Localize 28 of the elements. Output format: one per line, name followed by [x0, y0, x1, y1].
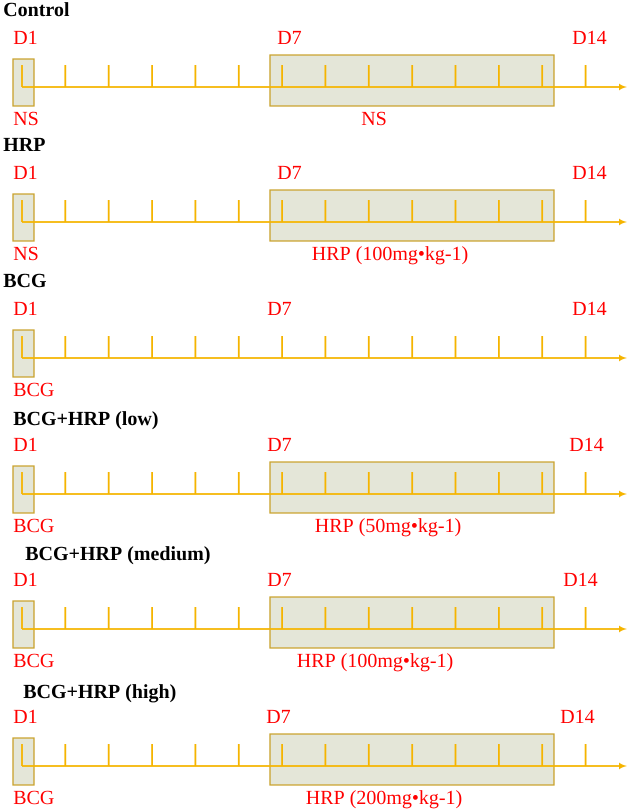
- day-label: D14: [572, 166, 606, 180]
- box-label: BCG: [14, 382, 54, 396]
- day-label: D14: [560, 710, 594, 724]
- box-label: BCG: [14, 654, 54, 668]
- box-label: HRP (100mg•kg-1): [312, 246, 468, 264]
- day-label: D14: [570, 438, 604, 452]
- day-label: D14: [564, 572, 598, 586]
- day-label: D7: [268, 572, 292, 586]
- day-label: D1: [14, 572, 36, 586]
- box-label: HRP (50mg•kg-1): [315, 518, 460, 536]
- group-title: Control: [4, 2, 70, 16]
- group-title: HRP: [4, 138, 45, 151]
- box-label: NS: [14, 112, 38, 126]
- box-label: NS: [362, 112, 386, 126]
- box-label: BCG: [14, 518, 54, 532]
- day-label: D1: [14, 166, 36, 180]
- box-label: NS: [14, 246, 38, 260]
- day-label: D7: [268, 302, 292, 316]
- day-label: D7: [278, 166, 302, 180]
- box-label: BCG: [14, 790, 54, 804]
- group-title: BCG+HRP (high): [24, 684, 176, 702]
- box-label: HRP (100mg•kg-1): [297, 653, 452, 672]
- group-title: BCG+HRP (medium): [26, 546, 210, 564]
- day-label: D14: [572, 30, 606, 44]
- group-title: BCG+HRP (low): [14, 411, 158, 430]
- group-title: BCG: [4, 274, 46, 288]
- box-label: HRP (200mg•kg-1): [306, 790, 462, 808]
- day-label: D14: [572, 302, 606, 316]
